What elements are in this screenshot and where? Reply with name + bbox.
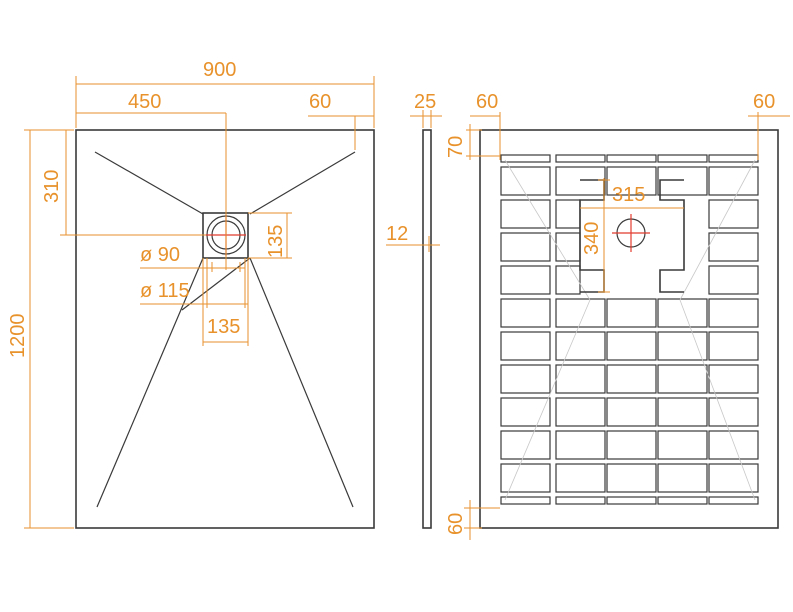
rib-cell — [555, 397, 606, 427]
rib-cell — [555, 463, 606, 493]
rib-cell — [500, 154, 551, 163]
rib-cell — [606, 166, 657, 196]
rib-cell — [606, 397, 657, 427]
underside-view: 60 60 70 60 315 340 — [445, 91, 790, 540]
plan-view: 900 450 60 1200 310 135 ø 90 ø 115 — [7, 59, 375, 529]
underside-slope-line — [679, 159, 756, 301]
tray-outline — [75, 129, 375, 529]
rib-cell — [555, 331, 606, 361]
dim-drain-square: 135 — [265, 225, 287, 258]
rib-cell — [708, 154, 759, 163]
dim-underside-margin-right: 60 — [753, 91, 775, 113]
rib-cell — [708, 232, 759, 262]
dim-lip-height: 12 — [386, 223, 408, 245]
rib-cell — [500, 496, 551, 505]
rib-cell — [708, 397, 759, 427]
rib-cell — [657, 496, 708, 505]
dim-drain-offset-top: 310 — [41, 170, 63, 203]
rib-cell — [657, 166, 708, 196]
dim-length-total: 1200 — [7, 314, 29, 359]
side-profile — [422, 129, 432, 529]
rib-cell — [708, 265, 759, 295]
rib-cell — [500, 430, 551, 460]
rib-cell — [500, 364, 551, 394]
rib-cell — [555, 364, 606, 394]
rib-cell — [500, 298, 551, 328]
rib-cell — [606, 364, 657, 394]
rib-cell — [500, 331, 551, 361]
rib-cell — [657, 154, 708, 163]
rib-cell — [657, 430, 708, 460]
dim-cutout-height: 340 — [581, 222, 603, 255]
underside-slope-line — [679, 299, 756, 501]
rib-cell — [500, 166, 551, 196]
rib-cell — [708, 364, 759, 394]
rib-cell — [555, 232, 581, 262]
underside-outline — [479, 129, 779, 529]
rib-grid — [500, 154, 759, 505]
rib-cell — [708, 166, 759, 196]
dim-edge-offset-right: 60 — [309, 91, 331, 113]
slope-line-right — [249, 151, 356, 215]
rib-cell — [500, 463, 551, 493]
slope-line-diagonal — [181, 257, 251, 311]
dim-drain-diameter-outer: ø 115 — [140, 280, 190, 302]
dim-underside-margin-bottom: 60 — [445, 513, 467, 535]
rib-cell — [555, 199, 581, 229]
rib-cell — [500, 265, 551, 295]
rib-cell — [500, 397, 551, 427]
rib-cell — [606, 463, 657, 493]
rib-cell — [555, 265, 581, 295]
rib-cell — [606, 154, 657, 163]
slope-line-bottom-right — [249, 257, 354, 508]
rib-cell — [708, 298, 759, 328]
dim-drain-diameter-inner: ø 90 — [140, 244, 180, 266]
rib-cell — [708, 496, 759, 505]
slope-line-bottom-left — [96, 257, 204, 508]
slope-line-left — [94, 151, 204, 215]
dim-width-half: 450 — [128, 91, 161, 113]
dim-cutout-width: 315 — [612, 184, 645, 206]
dim-thickness: 25 — [414, 91, 436, 113]
side-view: 25 12 — [386, 91, 442, 529]
dim-width-total: 900 — [203, 59, 236, 81]
rib-cell — [555, 496, 606, 505]
rib-cell — [657, 463, 708, 493]
dim-drain-square-bottom: 135 — [207, 316, 240, 338]
rib-cell — [500, 199, 551, 229]
dim-underside-margin-top: 70 — [445, 136, 467, 158]
rib-cell — [606, 298, 657, 328]
rib-cell — [555, 430, 606, 460]
rib-cell — [500, 232, 551, 262]
rib-cell — [606, 496, 657, 505]
rib-cell — [555, 298, 606, 328]
rib-cell — [657, 331, 708, 361]
rib-cell — [657, 364, 708, 394]
rib-cell — [555, 166, 606, 196]
dim-underside-margin-left: 60 — [476, 91, 498, 113]
rib-cell — [606, 430, 657, 460]
rib-cell — [708, 331, 759, 361]
rib-cell — [708, 199, 759, 229]
rib-cell — [708, 430, 759, 460]
rib-cell — [708, 463, 759, 493]
underside-slope-line — [504, 299, 591, 501]
rib-cell — [606, 331, 657, 361]
rib-cell — [657, 397, 708, 427]
rib-cell — [555, 154, 606, 163]
rib-cell — [657, 298, 708, 328]
underside-slope-line — [504, 159, 591, 301]
